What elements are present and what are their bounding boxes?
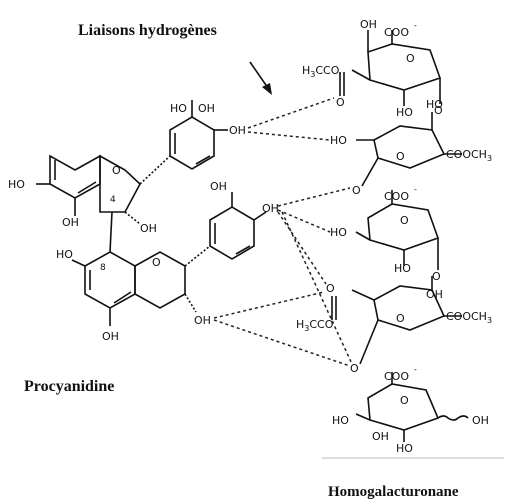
hydrogen-bonds (213, 97, 353, 367)
atom-oh: OH (360, 18, 377, 31)
atom-o: O (434, 104, 443, 117)
atom-h3cco: H3CCO (302, 64, 340, 79)
atom-coo: COO (384, 26, 409, 39)
atom-oh: OH (62, 216, 79, 229)
atom-oh: OH (372, 430, 389, 443)
atom-o: O (406, 52, 415, 65)
atom-charge: - (414, 185, 417, 194)
atom-oh: OH (426, 288, 443, 301)
atom-ho: HO (170, 102, 187, 115)
atom-o: O (350, 362, 359, 375)
atom-o: O (152, 256, 161, 269)
atom-oh: OH (472, 414, 489, 427)
atom-o: O (112, 164, 121, 177)
arrow-down-right-icon (249, 61, 272, 95)
procyanidine-label: Procyanidine (24, 378, 115, 395)
atom-oh: OH (262, 202, 279, 215)
atom-ho: HO (394, 262, 411, 275)
atom-c4: 4 (110, 195, 116, 205)
atom-ho: HO (330, 134, 347, 147)
atom-oh: OH (140, 222, 157, 235)
atom-ho: HO (56, 248, 73, 261)
homogalacturonane-structure (322, 30, 504, 459)
atom-cooch3: COOCH3 (446, 310, 492, 325)
procyanidine-structure (36, 100, 267, 326)
atom-o: O (396, 150, 405, 163)
atom-ho: HO (332, 414, 349, 427)
atom-oh: OH (210, 180, 227, 193)
atom-cooch3: COOCH3 (446, 148, 492, 163)
homogalacturonane-label: Homogalacturonane (328, 484, 459, 500)
atom-o: O (326, 282, 335, 295)
atom-h3cco: H3CCO (296, 318, 334, 333)
atom-o: O (352, 184, 361, 197)
atom-o: O (432, 270, 441, 283)
atom-ho: HO (426, 98, 443, 111)
atom-ho: HO (8, 178, 25, 191)
atom-charge: - (414, 365, 417, 374)
hydrogen-bonds-title: Liaisons hydrogènes (78, 22, 217, 39)
atom-o: O (400, 394, 409, 407)
atom-ho: HO (330, 226, 347, 239)
atom-o: O (396, 312, 405, 325)
atom-charge: - (414, 21, 417, 30)
atom-c8: 8 (100, 263, 106, 273)
homogalacturonane-labels: OH COO - O H3CCO O HO O HO HO O COOCH3 O… (296, 18, 492, 455)
atom-o: O (400, 214, 409, 227)
atom-coo: COO (384, 370, 409, 383)
procyanidine-labels: HO OH OH O HO 4 OH OH HO 8 O OH OH OH OH (8, 102, 279, 343)
atom-o: O (336, 96, 345, 109)
atom-oh: OH (102, 330, 119, 343)
atom-ho: HO (396, 442, 413, 455)
atom-oh: OH (194, 314, 211, 327)
atom-oh: OH (198, 102, 215, 115)
atom-oh: OH (229, 124, 246, 137)
atom-ho: HO (396, 106, 413, 119)
atom-coo: COO (384, 190, 409, 203)
